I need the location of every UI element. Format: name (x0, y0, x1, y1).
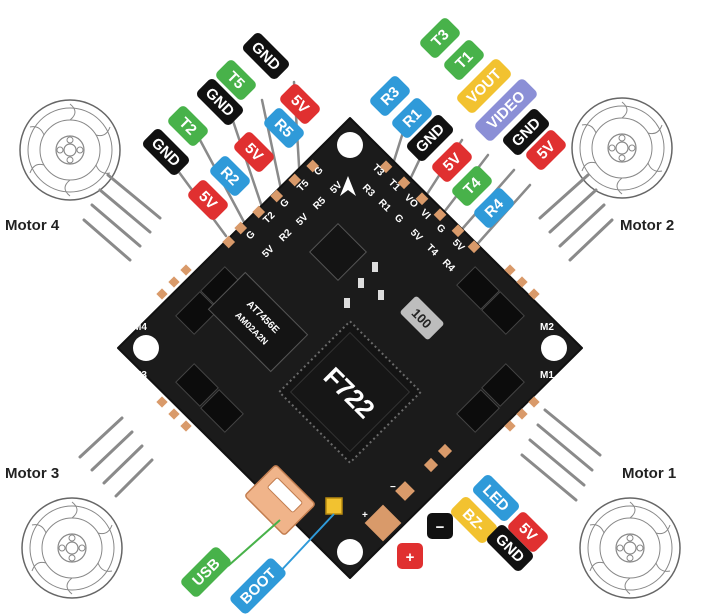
right-tag-bg (452, 166, 492, 206)
corner-m1: M1 (540, 370, 554, 381)
right-tag-5v: 5V (432, 142, 472, 182)
bottom-tag-bg (486, 524, 534, 572)
battery-plus-label: + (406, 549, 415, 566)
left-tag-bg (196, 78, 244, 126)
left-tag-bg (234, 132, 274, 172)
right-tag-bg (474, 188, 514, 228)
motor-pads (156, 264, 540, 432)
motor-4-icon (19, 99, 121, 201)
right-tag-bg (457, 59, 511, 113)
right-tag-bg (420, 18, 460, 58)
board-minus-mark: − (390, 482, 396, 493)
pads-left-upper (222, 159, 320, 249)
motor-3-label: Motor 3 (5, 465, 59, 482)
battery-minus-label: − (436, 519, 445, 536)
right-tag-t1: T1 (444, 40, 484, 80)
motor-4-label: Motor 4 (5, 217, 60, 234)
bottom-tag-bg (472, 474, 520, 522)
right-tag-bg (475, 79, 537, 141)
motor-1-label: Motor 1 (622, 465, 676, 482)
gyro-chip (309, 223, 367, 281)
battery-plus-badge: + (397, 543, 423, 569)
mount-hole-right (541, 335, 567, 361)
direction-arrow-icon (340, 176, 356, 196)
motor-2-label: Motor 2 (620, 217, 674, 234)
bottom-pads (364, 443, 453, 542)
board-plus-mark: + (362, 510, 368, 521)
left-tag-gnd: GND (242, 32, 290, 80)
left-tag-bg (242, 32, 290, 80)
right-tag-bg (526, 130, 566, 170)
left-tag-bg (168, 106, 208, 146)
left-tag-bg (280, 84, 320, 124)
motor-wires (78, 173, 614, 502)
bottom-tag-bg (450, 496, 498, 544)
mount-hole-top (337, 132, 363, 158)
right-tag-bg (444, 40, 484, 80)
pads-right-upper (379, 160, 481, 254)
bottom-tag-bg (508, 512, 548, 552)
small-components (344, 262, 384, 308)
motor-2-icon (571, 97, 673, 199)
corner-m2: M2 (540, 322, 554, 333)
osd-chip: AT7456E AM02A2N (207, 271, 309, 373)
left-tag-bg (216, 60, 256, 100)
mount-hole-bottom (337, 539, 363, 565)
usb-connector (245, 465, 315, 535)
corner-m3: M3 (133, 370, 147, 381)
usb-callout-line (227, 519, 281, 567)
left-tag-t2: T2 (168, 106, 208, 146)
motor-1-icon (579, 497, 681, 599)
right-tag-bg (502, 108, 550, 156)
battery-minus-badge: − (427, 513, 453, 539)
motor-3-icon (21, 497, 123, 599)
right-tag-bg (370, 76, 410, 116)
right-tag-bg (406, 114, 454, 162)
corner-m4: M4 (133, 322, 147, 333)
esc-mosfets (175, 266, 525, 433)
boot-callout-line (275, 513, 335, 577)
left-tag-bg (210, 156, 250, 196)
left-tag-bg (188, 180, 228, 220)
boot-button (325, 497, 343, 515)
left-tag-r5: R5 (264, 108, 304, 148)
usb-tag: USB (181, 547, 231, 597)
right-tag-t3: T3 (420, 18, 460, 58)
mount-hole-left (133, 335, 159, 361)
left-tag-bg (264, 108, 304, 148)
left-tag-bg (142, 128, 190, 176)
right-tag-bg (392, 98, 432, 138)
left-tag-5v: 5V (234, 132, 274, 172)
flight-controller-board: AT7456E AM02A2N 100 F722 M4 M3 M2 M1 GT2… (117, 117, 583, 579)
mcu-chip: F722 (277, 319, 423, 465)
boot-tag: BOOT (230, 558, 286, 614)
right-tag-bg (432, 142, 472, 182)
